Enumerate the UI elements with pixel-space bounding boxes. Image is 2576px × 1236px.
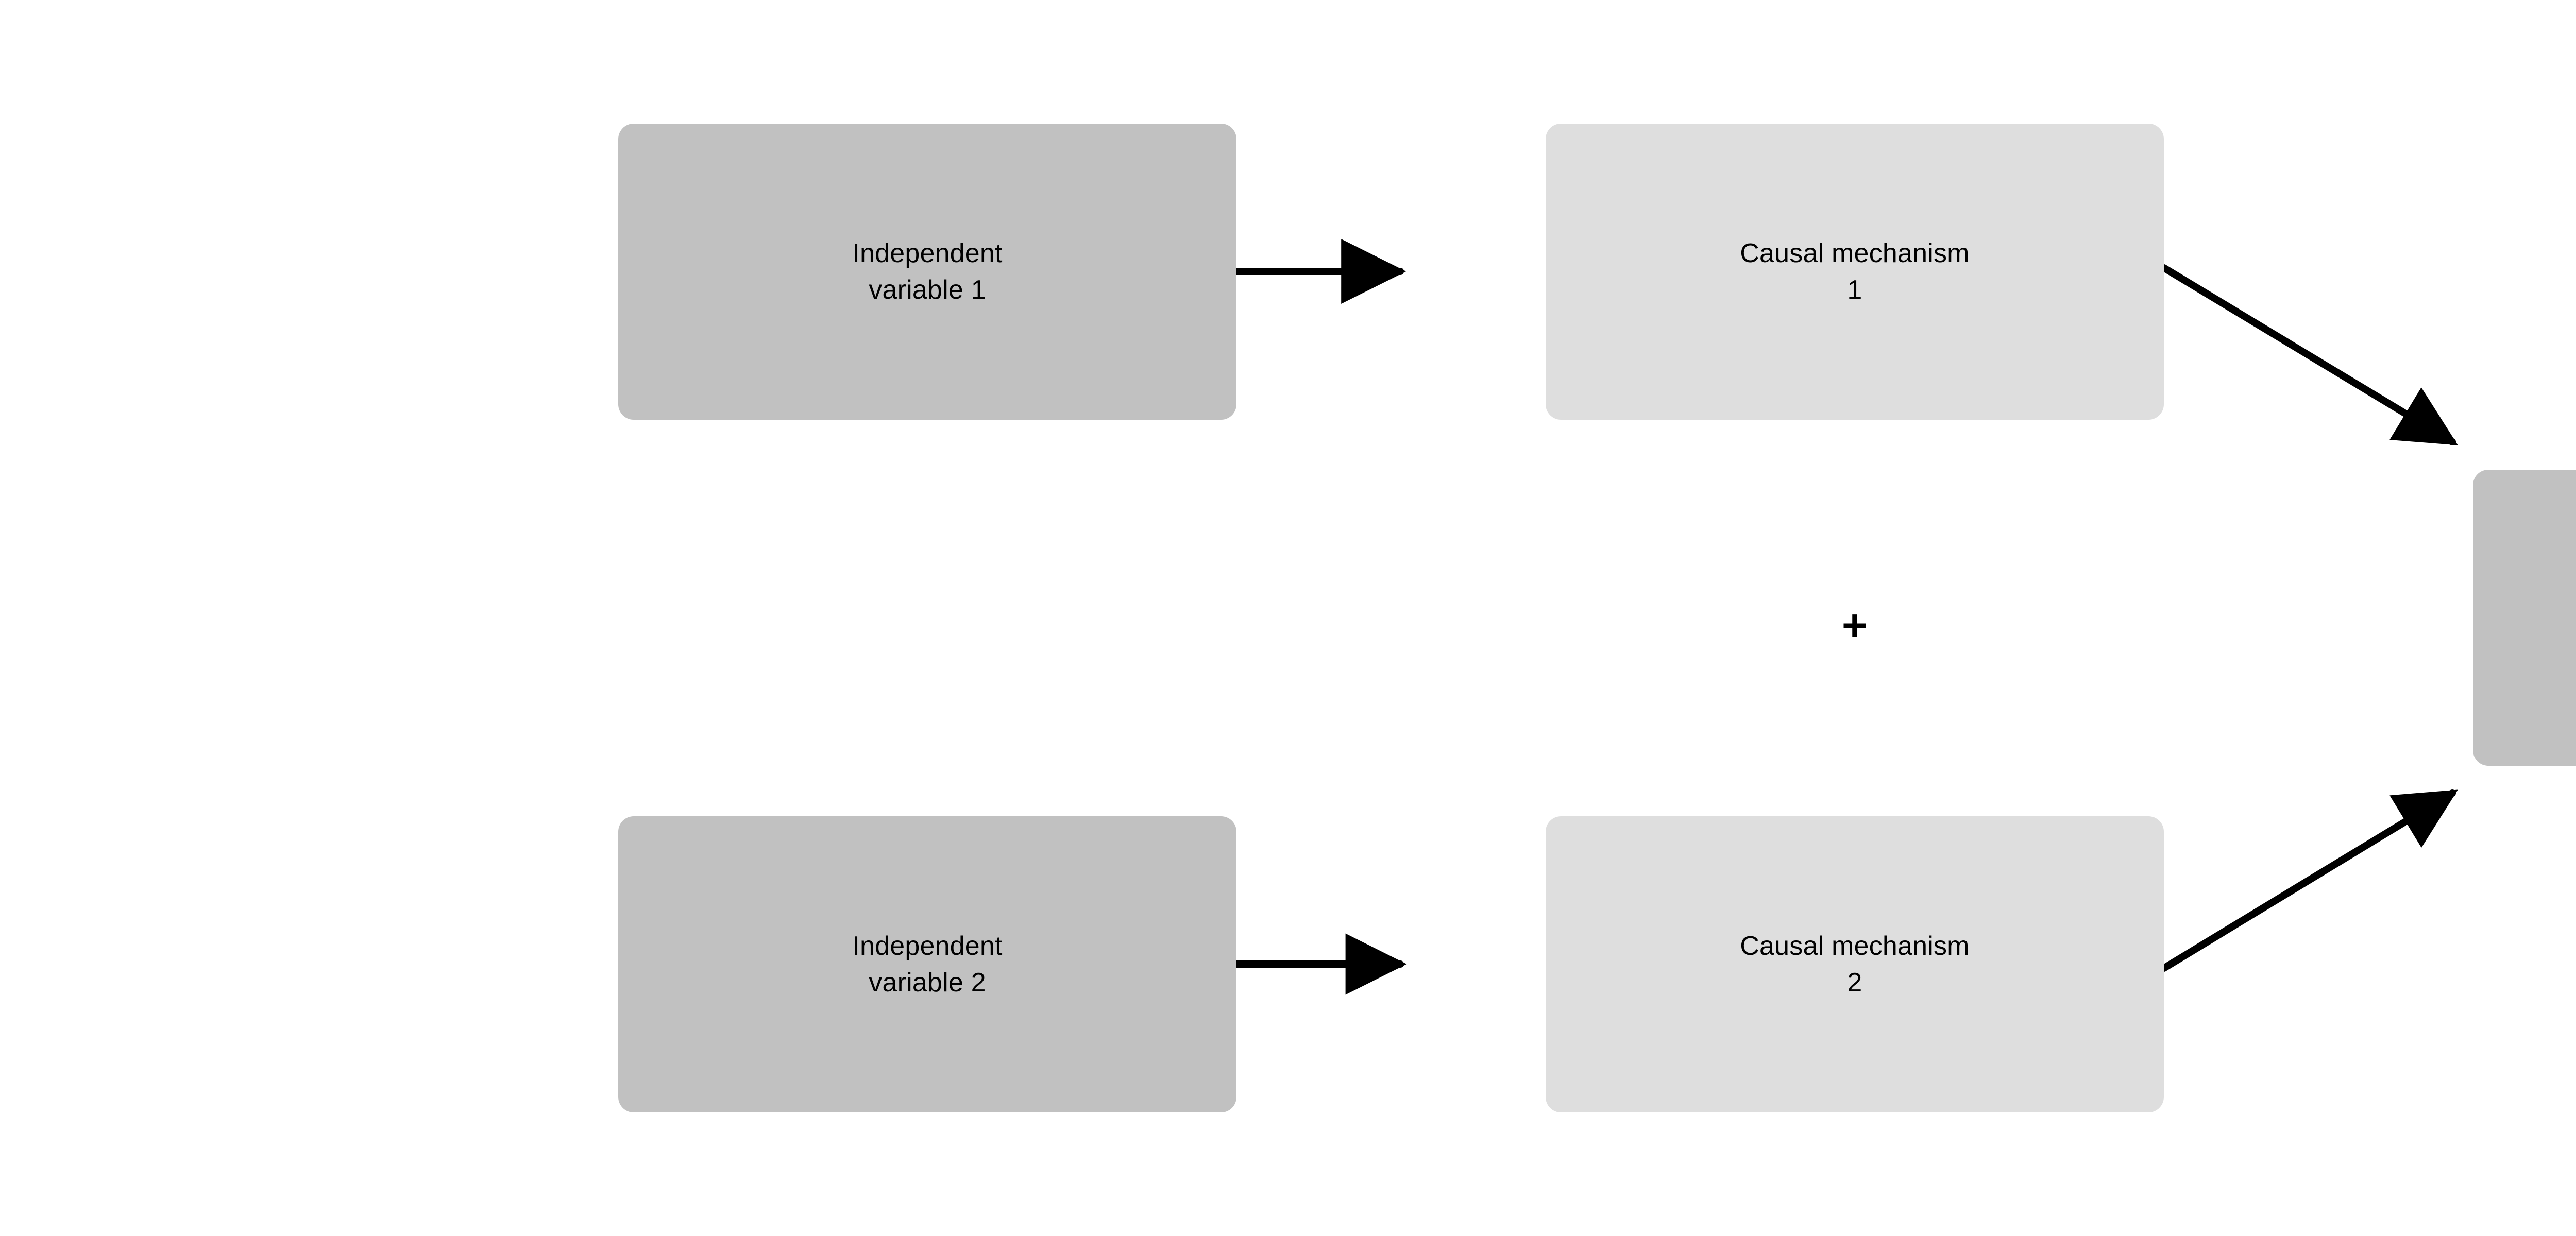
- edge-cm2-dv: [2160, 789, 2458, 972]
- node-label-causal-mechanism-1: Causal mechanism 1: [1740, 238, 1970, 305]
- node-dependent-variable[interactable]: Dependent variable: [2473, 470, 2576, 766]
- node-causal-mechanism-1[interactable]: Causal mechanism 1: [1546, 124, 2164, 420]
- node-label-causal-mechanism-2: Causal mechanism 2: [1740, 931, 1970, 998]
- plus-operator-symbol: +: [1841, 601, 1868, 650]
- edge-cm1-dv: [2160, 264, 2458, 445]
- node-independent-variable-2[interactable]: Independent variable 2: [618, 816, 1236, 1112]
- node-causal-mechanism-2[interactable]: Causal mechanism 2: [1546, 816, 2164, 1112]
- node-independent-variable-1[interactable]: Independent variable 1: [618, 124, 1236, 420]
- node-label-independent-variable-2: Independent variable 2: [852, 931, 1003, 998]
- node-label-independent-variable-1: Independent variable 1: [852, 238, 1003, 305]
